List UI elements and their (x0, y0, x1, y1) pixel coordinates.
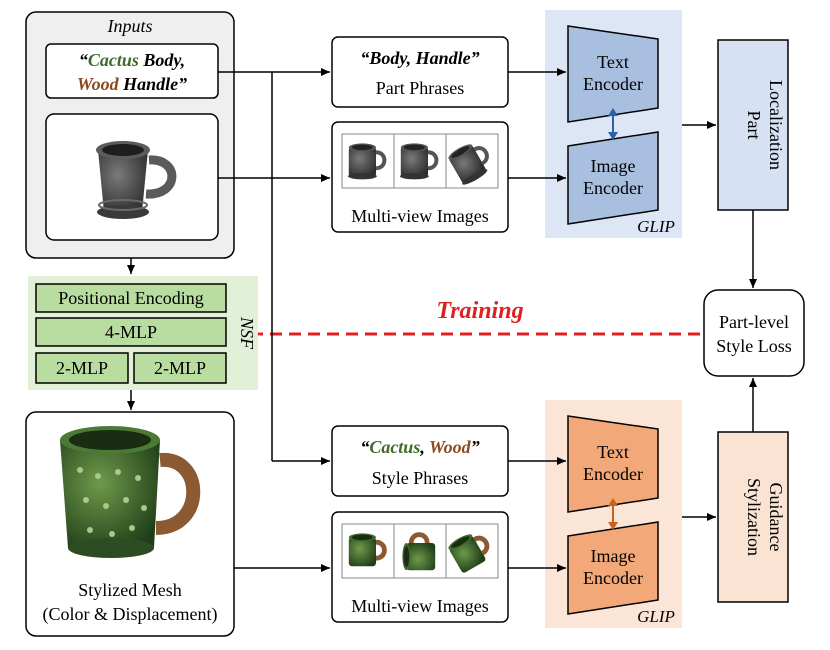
mlp2a-label: 2-MLP (56, 358, 108, 378)
part-phrases-quote: “Body, Handle” (360, 48, 479, 68)
training-label: Training (436, 298, 523, 324)
stylization-guidance-box: Stylization Guidance (717, 431, 789, 603)
training-arrow: Training (249, 298, 700, 340)
text-encoder-bottom-l2: Encoder (583, 464, 643, 484)
mlp2b-box (133, 352, 227, 384)
glip-top-panel: Text Encoder Image Encoder GLIP (545, 10, 682, 238)
image-encoder-bottom (567, 521, 659, 615)
input-mug-image (96, 141, 177, 219)
text-encoder-bottom-l1: Text (597, 442, 629, 462)
image-encoder-top-l2: Encoder (583, 178, 643, 198)
style-loss-box: Part-level Style Loss (703, 289, 805, 377)
glip-bottom-label: GLIP (637, 607, 675, 626)
glip-top-label: GLIP (637, 217, 675, 236)
prompt-box (45, 43, 219, 99)
part-localization-l1: Part (744, 111, 764, 140)
mlp4-label: 4-MLP (105, 322, 157, 342)
prompt-line-1: “Cactus Body, (79, 50, 185, 70)
part-localization-box: Part Localization (717, 39, 789, 211)
multiview-top-box: Multi-view Images (331, 121, 509, 233)
image-encoder-bottom-l1: Image (591, 546, 636, 566)
multiview-bottom-label: Multi-view Images (351, 596, 488, 616)
positional-encoding-box (35, 283, 227, 313)
style-loss-l2: Style Loss (716, 336, 792, 356)
mlp4-box (35, 317, 227, 347)
bidirectional-arrow-bottom (608, 498, 618, 530)
text-encoder-top (567, 25, 659, 123)
stylized-mug-image (60, 426, 201, 558)
image-encoder-bottom-l2: Encoder (583, 568, 643, 588)
part-localization-l2: Localization (766, 80, 786, 170)
nsf-panel: Positional Encoding 4-MLP 2-MLP 2-MLP NS… (28, 276, 258, 390)
mlp2b-label: 2-MLP (154, 358, 206, 378)
bidirectional-arrow-top (608, 108, 618, 140)
stylized-mesh-l1: Stylized Mesh (78, 580, 182, 600)
part-phrases-box: “Body, Handle” Part Phrases (331, 36, 509, 108)
text-encoder-top-l1: Text (597, 52, 629, 72)
multiview-bottom-box: Multi-view Images (331, 511, 509, 623)
image-encoder-top-l1: Image (591, 156, 636, 176)
prompt-line-2: Wood Handle” (77, 74, 187, 94)
stylization-guidance-l1: Stylization (744, 478, 764, 556)
nsf-label: NSF (237, 316, 257, 350)
image-encoder-top (567, 131, 659, 225)
style-phrases-box: “Cactus, Wood” Style Phrases (331, 425, 509, 497)
glip-bottom-panel: Text Encoder Image Encoder GLIP (545, 400, 682, 628)
style-phrases-quote: “Cactus, Wood” (360, 437, 479, 457)
connectors (127, 68, 757, 572)
style-loss-l1: Part-level (719, 312, 789, 332)
text-encoder-top-l2: Encoder (583, 74, 643, 94)
stylized-mesh-panel: Stylized Mesh (Color & Displacement) (25, 411, 235, 637)
positional-encoding-label: Positional Encoding (58, 288, 204, 308)
stylized-mesh-l2: (Color & Displacement) (43, 604, 218, 625)
inputs-panel: Inputs “Cactus Body, Wood Handle” (25, 11, 235, 259)
part-phrases-label: Part Phrases (376, 78, 465, 98)
text-encoder-bottom (567, 415, 659, 513)
mlp2a-box (35, 352, 129, 384)
multiview-top-label: Multi-view Images (351, 206, 488, 226)
stylization-guidance-l2: Guidance (766, 483, 786, 552)
style-phrases-label: Style Phrases (372, 468, 469, 488)
inputs-title: Inputs (107, 16, 153, 36)
